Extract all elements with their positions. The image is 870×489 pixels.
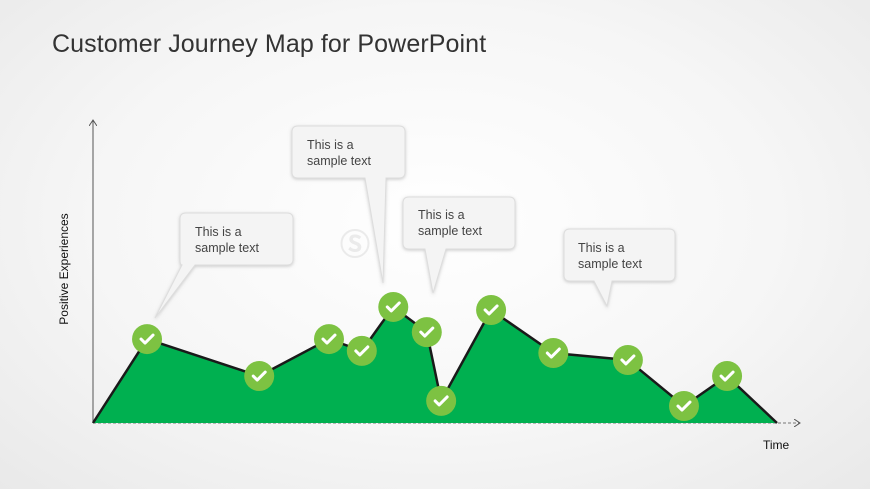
callout-line: This is a bbox=[195, 225, 242, 239]
callout-line: This is a bbox=[578, 241, 625, 255]
check-icon bbox=[719, 370, 735, 382]
experience-area bbox=[93, 306, 777, 423]
callouts bbox=[154, 125, 676, 319]
callout-text-2: This is a sample text bbox=[307, 137, 407, 169]
journey-point bbox=[612, 344, 643, 375]
journey-point bbox=[426, 385, 457, 416]
callout-text-4: This is a sample text bbox=[578, 240, 678, 272]
check-icon bbox=[321, 333, 337, 345]
callout-line: sample text bbox=[578, 257, 642, 271]
journey-point bbox=[244, 361, 275, 392]
y-axis-label: Positive Experiences bbox=[57, 213, 71, 325]
check-icon bbox=[419, 326, 435, 338]
callout-text-3: This is a sample text bbox=[418, 207, 518, 239]
callout-bubble bbox=[154, 212, 294, 319]
callout-bubble bbox=[563, 228, 676, 308]
journey-point bbox=[132, 324, 163, 355]
journey-point bbox=[538, 338, 569, 369]
check-icon bbox=[385, 301, 401, 313]
callout-line: This is a bbox=[307, 138, 354, 152]
callout-text-1: This is a sample text bbox=[195, 224, 295, 256]
callout-line: This is a bbox=[418, 208, 465, 222]
journey-point bbox=[313, 324, 344, 355]
check-icon bbox=[251, 370, 267, 382]
callout-line: sample text bbox=[195, 241, 259, 255]
check-icon bbox=[545, 347, 561, 359]
callout-line: sample text bbox=[307, 154, 371, 168]
slide-title: Customer Journey Map for PowerPoint bbox=[52, 30, 487, 58]
x-axis-label: Time bbox=[763, 438, 790, 452]
journey-point bbox=[346, 335, 377, 366]
callout-bubble bbox=[402, 196, 516, 294]
check-icon bbox=[620, 354, 636, 366]
check-icon bbox=[354, 345, 370, 357]
journey-point bbox=[411, 317, 442, 348]
journey-point bbox=[668, 391, 699, 422]
callout-bubble bbox=[291, 125, 406, 284]
journey-point bbox=[712, 361, 743, 392]
journey-point bbox=[378, 291, 409, 322]
check-icon bbox=[483, 304, 499, 316]
check-icon bbox=[433, 395, 449, 407]
watermark-logo: Ⓢ bbox=[340, 229, 370, 262]
check-icon bbox=[676, 400, 692, 412]
journey-point bbox=[476, 294, 507, 325]
check-icon bbox=[139, 333, 155, 345]
callout-line: sample text bbox=[418, 224, 482, 238]
